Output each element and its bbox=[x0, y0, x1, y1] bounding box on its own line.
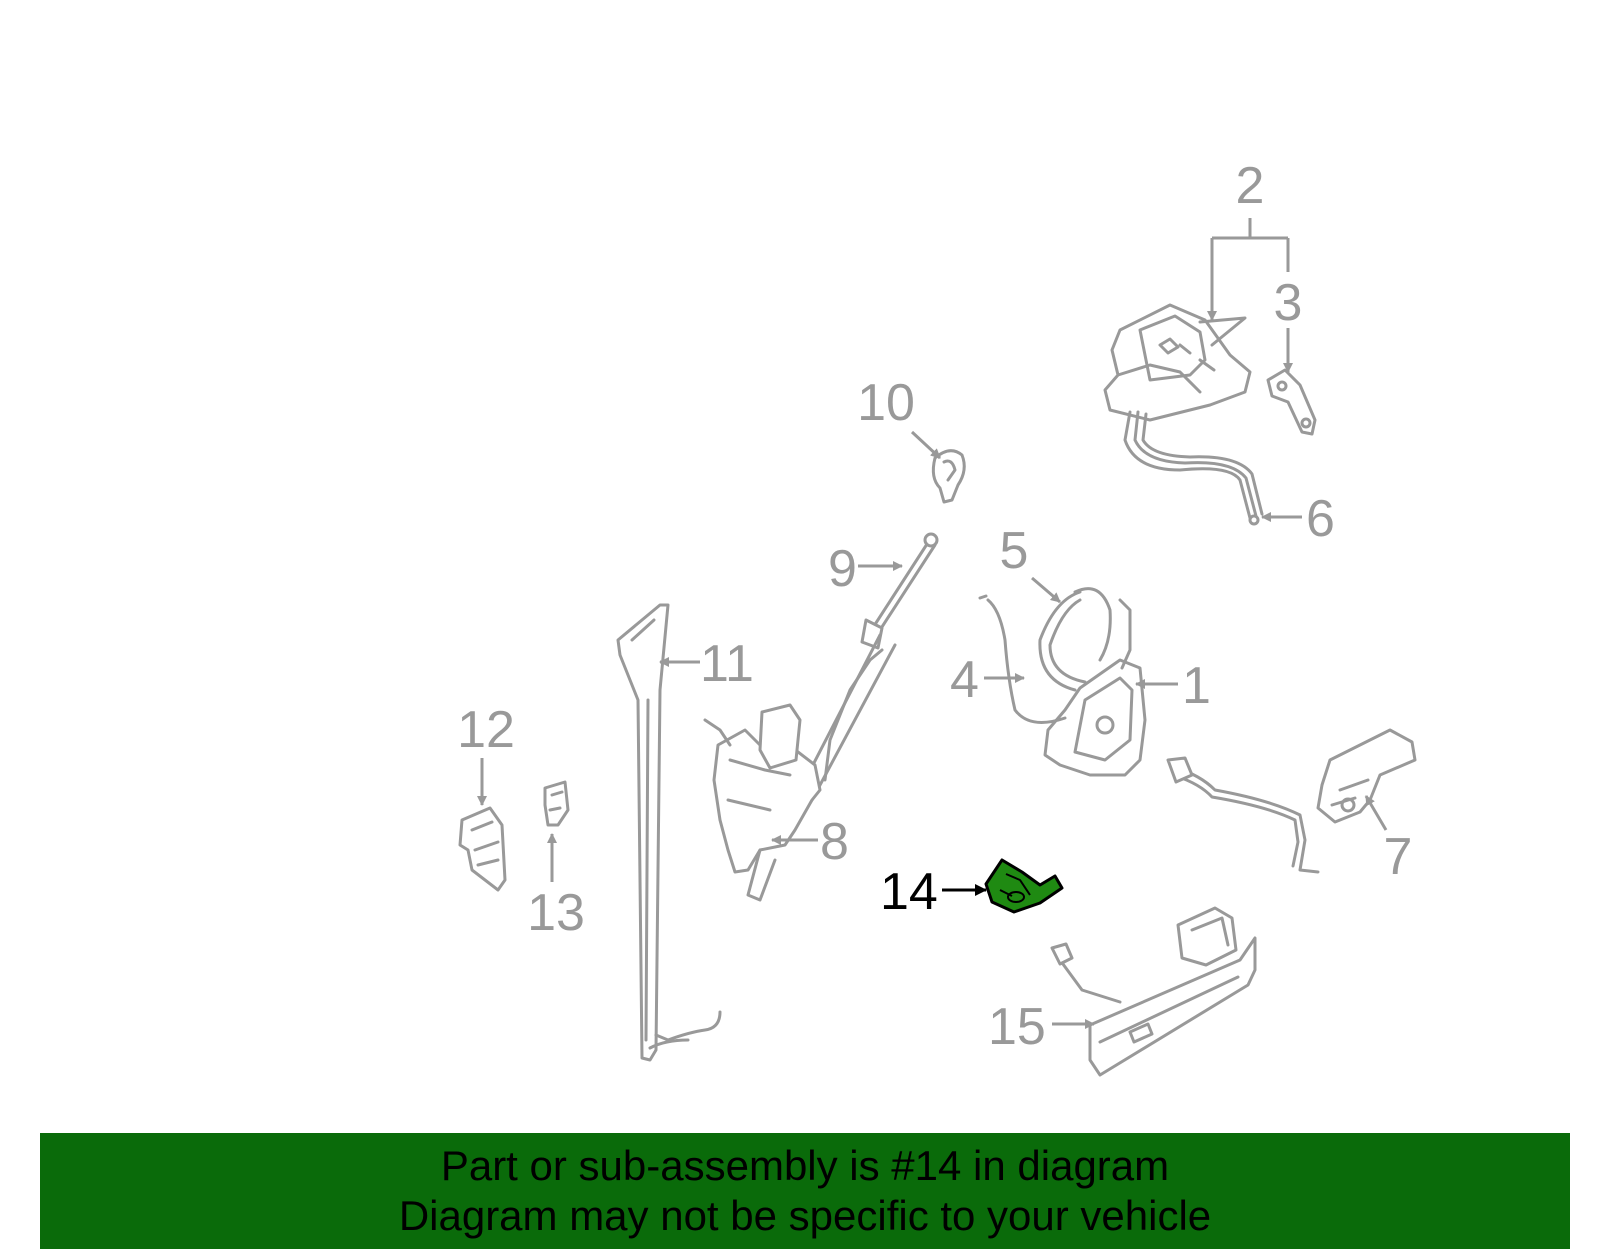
callout-7: 7 bbox=[1364, 795, 1413, 886]
part-11-guide-rail bbox=[616, 603, 722, 1062]
callout-10: 10 bbox=[857, 374, 942, 460]
banner-line-part-number: Part or sub-assembly is #14 in diagram bbox=[440, 1142, 1170, 1189]
part-15-outside-handle bbox=[1050, 906, 1257, 1077]
svg-text:1: 1 bbox=[1182, 657, 1211, 715]
callout-14: 14 bbox=[880, 863, 987, 921]
svg-text:2: 2 bbox=[1236, 157, 1265, 215]
svg-text:9: 9 bbox=[828, 540, 857, 598]
svg-text:12: 12 bbox=[457, 701, 515, 759]
callout-15: 15 bbox=[988, 998, 1095, 1056]
part-3-bracket bbox=[1266, 368, 1317, 436]
svg-text:10: 10 bbox=[857, 374, 915, 432]
part-1-lock-actuator bbox=[1043, 598, 1147, 777]
part-13-clip bbox=[543, 780, 570, 827]
svg-text:7: 7 bbox=[1384, 828, 1413, 886]
info-banner: Part or sub-assembly is #14 in diagram D… bbox=[40, 1133, 1570, 1249]
svg-text:6: 6 bbox=[1306, 490, 1335, 548]
part-2-upper-latch bbox=[1103, 303, 1264, 526]
banner-line-disclaimer: Diagram may not be specific to your vehi… bbox=[398, 1192, 1212, 1239]
svg-text:11: 11 bbox=[700, 635, 754, 693]
part-7-actuator bbox=[1166, 728, 1417, 874]
svg-text:14: 14 bbox=[880, 863, 938, 921]
callout-3: 3 bbox=[1274, 274, 1303, 373]
callout-4: 4 bbox=[950, 651, 1025, 709]
part-10-clip bbox=[931, 449, 966, 504]
svg-text:3: 3 bbox=[1274, 274, 1303, 332]
part-5-cable bbox=[1038, 587, 1112, 692]
parts-diagram: 2 3 6 10 9 5 4 1 11 12 13 8 bbox=[457, 157, 1417, 1077]
part-14-highlighted bbox=[984, 858, 1064, 914]
callout-6: 6 bbox=[1261, 490, 1335, 548]
callout-8: 8 bbox=[771, 813, 849, 871]
callout-11: 11 bbox=[659, 635, 754, 693]
svg-text:15: 15 bbox=[988, 998, 1046, 1056]
part-12-bracket bbox=[458, 806, 507, 892]
callout-12: 12 bbox=[457, 701, 515, 806]
svg-text:8: 8 bbox=[820, 813, 849, 871]
svg-text:4: 4 bbox=[950, 651, 979, 709]
callout-13: 13 bbox=[527, 833, 585, 942]
part-8-regulator-motor bbox=[703, 633, 897, 902]
callout-5: 5 bbox=[1000, 522, 1061, 604]
svg-text:5: 5 bbox=[1000, 522, 1029, 580]
svg-text:13: 13 bbox=[527, 884, 585, 942]
part-9-rod bbox=[860, 532, 939, 650]
callout-1: 1 bbox=[1135, 657, 1211, 715]
callout-2: 2 bbox=[1207, 157, 1290, 321]
callout-9: 9 bbox=[828, 540, 903, 598]
